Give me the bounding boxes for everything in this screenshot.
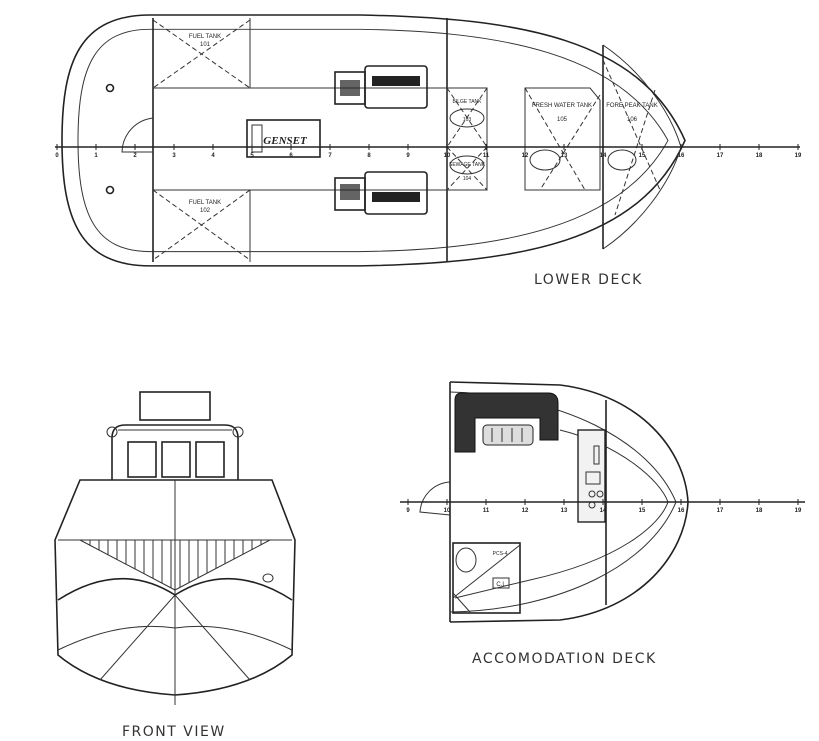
frame-number: 12 [522,508,529,514]
cl-box [492,577,510,589]
frame-number: 17 [717,508,724,514]
frame-number: 9 [406,508,410,514]
light-icon [232,426,244,438]
partition [452,544,521,613]
bulwark-stripes [89,540,262,588]
frame-number: 11 [483,508,490,514]
window [195,441,225,478]
washroom [452,542,521,614]
dining-table [482,424,534,446]
cl-label: C.L [496,582,506,588]
manhole [529,149,561,171]
fuel-tank-102-id: 102 [200,208,211,214]
frame-number: 10 [444,153,451,159]
main-engine-starboard [334,171,428,215]
bilge-tank-id: 103 [463,117,472,123]
manhole [449,108,485,128]
frame-number: 7 [328,153,332,159]
deck-line [454,429,669,599]
window [161,441,191,478]
frame-number: 4 [211,153,215,159]
lower-deck-title: LOWER DECK [534,272,643,288]
frame-number: 1 [94,153,98,159]
frame-number: 18 [756,508,763,514]
frame-number: 14 [600,153,607,159]
frame-number: 19 [795,508,802,514]
bollard-icon [105,83,115,93]
frame-number: 14 [600,508,607,514]
burner-icon [596,490,604,498]
front-view: FRONT VIEW [54,391,296,740]
manhole [449,155,485,175]
genset-label: GENSET [263,135,308,147]
frame-number: 15 [639,153,646,159]
frame-number: 13 [561,153,568,159]
mast-box [139,391,211,421]
sewage-tank-id: 104 [463,176,472,182]
bollard-icon [105,185,115,195]
stove-icon [593,445,600,465]
fuel-tank-101-id: 101 [200,42,211,48]
table-detail [491,428,523,442]
frame-number: 3 [172,153,176,159]
hull-lines [99,480,251,705]
frame-number: 0 [55,153,59,159]
tank-cross [446,87,488,191]
fore-peak-tank-id: 106 [627,117,638,123]
frame-number: 2 [133,153,137,159]
galley-counter [577,429,606,523]
frame-scale: 9 10 11 12 13 14 15 16 17 18 19 [406,499,802,514]
genset: GENSET [246,119,321,158]
manhole [607,149,637,171]
fuel-tank-101-label: FUEL TANK [189,34,221,40]
toilet-icon [455,547,477,573]
sewage-tank-label: SEWAGE TANK [449,162,486,168]
main-engine-port [334,65,428,109]
window [127,441,157,478]
frame-number: 19 [795,153,802,159]
accommodation-deck-title: ACCOMODATION DECK [472,651,657,667]
frame-number: 15 [639,508,646,514]
fuel-tank-102-label: FUEL TANK [189,200,221,206]
frame-number: 13 [561,508,568,514]
frame-number: 16 [678,153,685,159]
frame-number: 17 [717,153,724,159]
frame-number: 16 [678,508,685,514]
tank-cross [152,19,251,261]
frame-number: 11 [483,153,490,159]
accommodation-deck-plan: PCS-4 C.L 9 10 11 12 13 14 15 16 17 18 19 ACCOMODA… [400,381,805,667]
burner-icon [588,490,596,498]
tank-cross [602,59,661,216]
lower-deck-plan: FUEL TANK 101 FUEL TANK 102 GENSET BIL [55,14,802,288]
pcs-label: PCS-4 [493,551,508,557]
frame-number: 18 [756,153,763,159]
tank-cross [524,87,601,191]
door-swing-icon [419,481,451,516]
fresh-water-tank-label: FRESH WATER TANK [532,103,592,109]
light-icon [106,426,118,438]
front-view-title: FRONT VIEW [122,724,226,740]
hull-inner-line [77,28,669,253]
frame-number: 8 [367,153,371,159]
frame-number: 12 [522,153,529,159]
hull-outline [61,14,686,267]
fresh-water-tank-id: 105 [557,117,568,123]
door-swing-icon [121,117,154,153]
frame-number: 5 [250,153,254,159]
frame-number: 9 [406,153,410,159]
wheelhouse [111,424,239,480]
settee [454,392,559,453]
frame-number: 10 [444,508,451,514]
sink-icon [585,471,601,485]
bilge-tank-label: BILGE TANK [453,99,483,105]
fore-peak-tank-label: FORE PEAK TANK [606,103,657,109]
frame-number: 6 [289,153,293,159]
bilge-sewage-tanks [446,87,488,191]
fresh-water-tank [524,87,601,191]
porthole-icon [262,573,274,583]
